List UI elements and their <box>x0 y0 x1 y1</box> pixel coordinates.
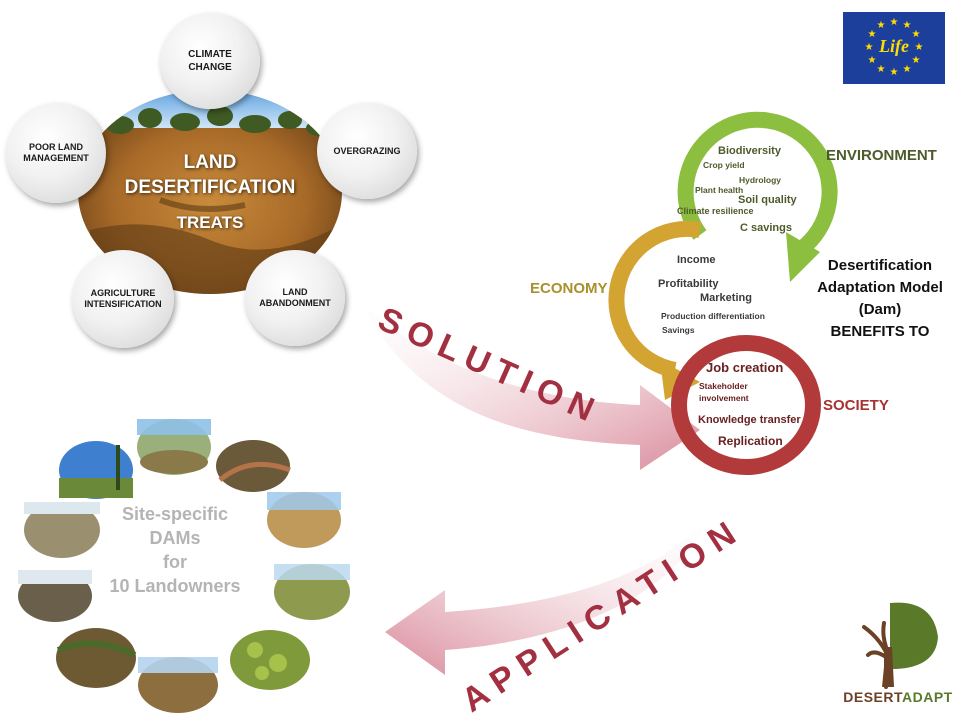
svg-text:★: ★ <box>912 55 921 66</box>
soc-item-involvement: involvement <box>699 393 749 403</box>
env-item-hydrology: Hydrology <box>739 175 782 185</box>
adapt-word: ADAPT <box>902 689 953 705</box>
soc-item-stakeholder: Stakeholder <box>699 381 748 391</box>
economy-label: ECONOMY <box>530 280 608 297</box>
society-ring <box>671 335 821 475</box>
application-arrow <box>385 515 710 675</box>
threat-label: CLIMATE <box>188 49 232 60</box>
site-photos <box>18 419 350 713</box>
environment-label: ENVIRONMENT <box>826 147 937 164</box>
svg-text:★: ★ <box>915 42 924 53</box>
soc-item-job-creation: Job creation <box>706 360 784 375</box>
svg-text:★: ★ <box>903 64 912 75</box>
econ-item-production-differentiation: Production differentiation <box>661 311 765 321</box>
svg-text:★: ★ <box>903 20 912 31</box>
env-item-c-savings: C savings <box>740 222 792 234</box>
sites-line: 10 Landowners <box>109 576 241 596</box>
land-title-line1: LAND <box>183 152 237 173</box>
site-photo-5 <box>230 630 310 690</box>
svg-text:★: ★ <box>865 42 874 53</box>
threat-label: AGRICULTURE <box>90 288 156 298</box>
tree-icon <box>862 602 938 689</box>
environment-ring <box>677 111 838 282</box>
env-item-biodiversity: Biodiversity <box>718 145 781 157</box>
svg-text:★: ★ <box>868 29 877 40</box>
site-photo-6 <box>138 657 218 713</box>
env-item-plant-health: Plant health <box>695 185 744 195</box>
site-photo-9 <box>24 502 100 558</box>
threat-bubble-overgrazing: OVERGRAZING <box>317 103 417 199</box>
dam-line: (Dam) <box>858 301 902 318</box>
threat-label: ABANDONMENT <box>259 298 331 308</box>
soc-item-knowledge-transfer: Knowledge transfer <box>698 414 801 426</box>
soc-item-replication: Replication <box>718 434 783 448</box>
desert-adapt-wordmark: DESERTADAPT <box>838 689 958 705</box>
dam-line: Desertification <box>827 257 933 274</box>
threat-label: MANAGEMENT <box>23 153 89 163</box>
econ-item-marketing: Marketing <box>700 292 752 304</box>
dam-benefits-text: Desertification Adaptation Model (Dam) B… <box>800 255 960 343</box>
sites-line: Site-specific <box>121 504 229 524</box>
threat-bubble-climate-change: CLIMATE CHANGE <box>160 13 260 109</box>
sites-line: DAMs <box>149 528 201 548</box>
site-photo-3 <box>267 492 341 548</box>
society-label: SOCIETY <box>823 397 889 414</box>
site-photo-1 <box>137 419 211 475</box>
svg-text:★: ★ <box>912 29 921 40</box>
svg-text:★: ★ <box>877 64 886 75</box>
threat-label: INTENSIFICATION <box>84 299 162 309</box>
econ-item-profitability: Profitability <box>658 278 719 290</box>
svg-text:★: ★ <box>890 67 899 78</box>
env-item-climate-resilience: Climate resilience <box>677 206 754 216</box>
econ-item-income: Income <box>677 254 716 266</box>
env-item-soil-quality: Soil quality <box>738 194 797 206</box>
dam-line: BENEFITS TO <box>830 323 930 340</box>
eu-life-text: Life <box>879 36 909 56</box>
econ-item-savings: Savings <box>662 325 695 335</box>
svg-text:★: ★ <box>890 17 899 28</box>
site-photo-10 <box>59 441 133 499</box>
desert-adapt-logo: DESERTADAPT <box>838 597 958 715</box>
dam-line: Adaptation Model <box>817 279 943 296</box>
threat-label: CHANGE <box>188 62 232 73</box>
threat-label: POOR LAND <box>29 142 83 152</box>
desert-word: DESERT <box>843 689 902 705</box>
site-photo-4 <box>274 564 350 620</box>
land-title-line3: TREATS <box>176 213 244 232</box>
site-photo-2 <box>216 440 291 492</box>
eu-life-logo: ★★★ ★★★ ★★★ ★★★ Life <box>843 12 945 84</box>
threat-label: OVERGRAZING <box>333 145 401 156</box>
env-item-crop-yield: Crop yield <box>703 160 745 170</box>
svg-text:★: ★ <box>868 55 877 66</box>
site-photo-7 <box>56 628 137 688</box>
svg-text:★: ★ <box>877 20 886 31</box>
sites-line: for <box>163 552 187 572</box>
solution-arrow <box>360 300 700 470</box>
site-photo-8 <box>18 570 92 622</box>
threat-label: LAND <box>282 287 308 297</box>
site-specific-text: Site-specific DAMs for 10 Landowners <box>95 502 255 598</box>
land-title-line2: DESERTIFICATION <box>124 177 296 198</box>
eu-stars-icon: ★★★ ★★★ ★★★ ★★★ <box>865 17 924 78</box>
